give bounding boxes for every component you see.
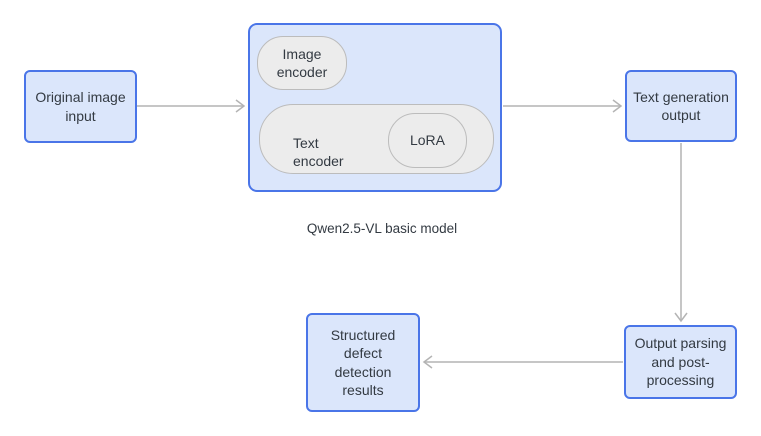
node-image-encoder-label: Image encoder — [276, 45, 328, 80]
arrow-parsing-to-results — [422, 355, 623, 369]
node-structured-results-label: Structured defect detection results — [330, 326, 396, 398]
arrow-input-to-model — [137, 99, 246, 113]
node-lora-label: LoRA — [409, 132, 446, 149]
arrow-textgen-to-parsing — [674, 143, 688, 323]
node-text-encoder: Text encoder LoRA — [259, 104, 494, 174]
node-image-encoder: Image encoder — [257, 36, 347, 90]
node-output-parsing-label: Output parsing and post- processing — [634, 335, 727, 389]
model-caption: Qwen2.5-VL basic model — [306, 221, 458, 236]
node-output-parsing: Output parsing and post- processing — [624, 325, 737, 399]
node-lora: LoRA — [388, 113, 467, 168]
node-structured-results: Structured defect detection results — [306, 313, 420, 412]
node-text-generation-output: Text generation output — [625, 70, 737, 142]
node-original-image-input: Original image input — [24, 70, 137, 143]
node-original-image-input-label: Original image input — [35, 89, 126, 124]
node-text-generation-output-label: Text generation output — [633, 88, 729, 123]
node-text-encoder-label: Text encoder — [293, 135, 344, 170]
arrow-model-to-textgen — [503, 99, 623, 113]
node-basic-model-container: Image encoder Text encoder LoRA — [248, 23, 502, 192]
